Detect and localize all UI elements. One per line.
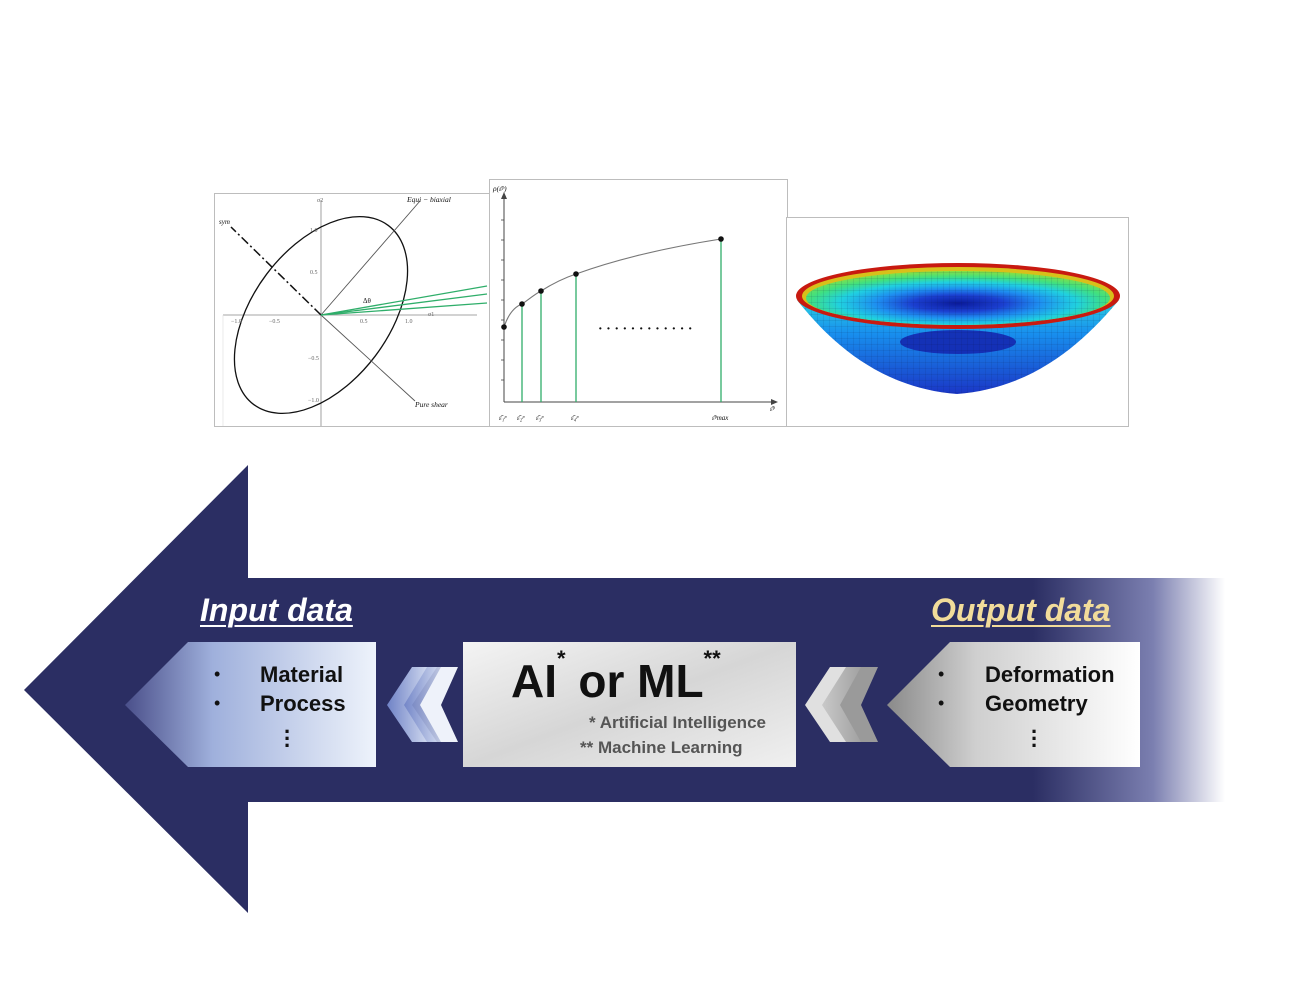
ylabel-rho: ρ(ε̄ᵖ): [492, 184, 507, 193]
output-item-deformation: Deformation: [985, 662, 1115, 687]
label-delta-theta: Δθ: [363, 297, 372, 305]
tick-y-1: 1.0: [310, 228, 318, 234]
yield-locus-plot: −1.0 −0.5 0.5 1.0 1.0 0.5 −0.5 −1.0 σ2 σ…: [214, 193, 491, 427]
bowl-mesh-icon: [796, 263, 1120, 394]
output-data-box: [887, 642, 1140, 767]
xlabel-eps: ε̄ᵖ: [770, 405, 776, 413]
hardening-curve-plot: · · · · · · · · · · · · ρ(ε̄ᵖ) ε̄ᵖ ε̄₁ᵖ …: [489, 179, 788, 427]
bullet-icon: •: [214, 664, 221, 684]
bowl-mesh-render: [786, 217, 1129, 427]
ellipsis-dots: · · · · · · · · · · · ·: [598, 322, 693, 337]
chevron-left-icon: [840, 667, 878, 742]
vertical-ellipsis-icon: ...: [1030, 713, 1038, 752]
tick-eps1: ε̄₁ᵖ: [499, 414, 507, 422]
tick-x-neg05: −0.5: [269, 319, 280, 325]
input-item-material: Material: [260, 662, 344, 687]
label-equi-biaxial: Equi − biaxial: [406, 195, 451, 204]
tick-y-05: 0.5: [310, 270, 318, 276]
axis-sigma2: σ2: [317, 198, 323, 204]
tick-y-neg1: −1.0: [308, 398, 319, 404]
input-data-box: [125, 642, 376, 767]
bullet-icon: •: [938, 664, 945, 684]
label-pure-shear: Pure shear: [414, 400, 448, 409]
label-sym: sym: [219, 218, 230, 226]
tick-x-1: 1.0: [405, 319, 413, 325]
bullet-icon: •: [938, 693, 945, 713]
note-machine-learning: ** Machine Learning: [580, 738, 743, 757]
input-data-title: Input data: [200, 592, 353, 628]
tick-eps2: ε̄₂ᵖ: [517, 414, 525, 422]
output-item-geometry: Geometry: [985, 691, 1088, 716]
tick-eps4: ε̄₄ᵖ: [571, 414, 579, 422]
tick-x-05: 0.5: [360, 319, 368, 325]
tick-eps3: ε̄₃ᵖ: [536, 414, 544, 422]
ai-ml-box: [463, 642, 796, 767]
chevron-left-icon: [420, 667, 458, 742]
axis-sigma1: σ1: [428, 312, 434, 318]
bullet-icon: •: [214, 693, 221, 713]
output-data-title: Output data: [931, 592, 1111, 628]
note-artificial-intelligence: * Artificial Intelligence: [589, 713, 766, 732]
tick-x-neg1: −1.0: [231, 319, 242, 325]
vertical-ellipsis-icon: ...: [283, 713, 291, 752]
tick-y-neg05: −0.5: [308, 356, 319, 362]
ai-ml-label: AI* or ML**: [511, 646, 721, 707]
input-item-process: Process: [260, 691, 346, 716]
tick-epsmax: ε̄ᵖmax: [712, 414, 729, 422]
